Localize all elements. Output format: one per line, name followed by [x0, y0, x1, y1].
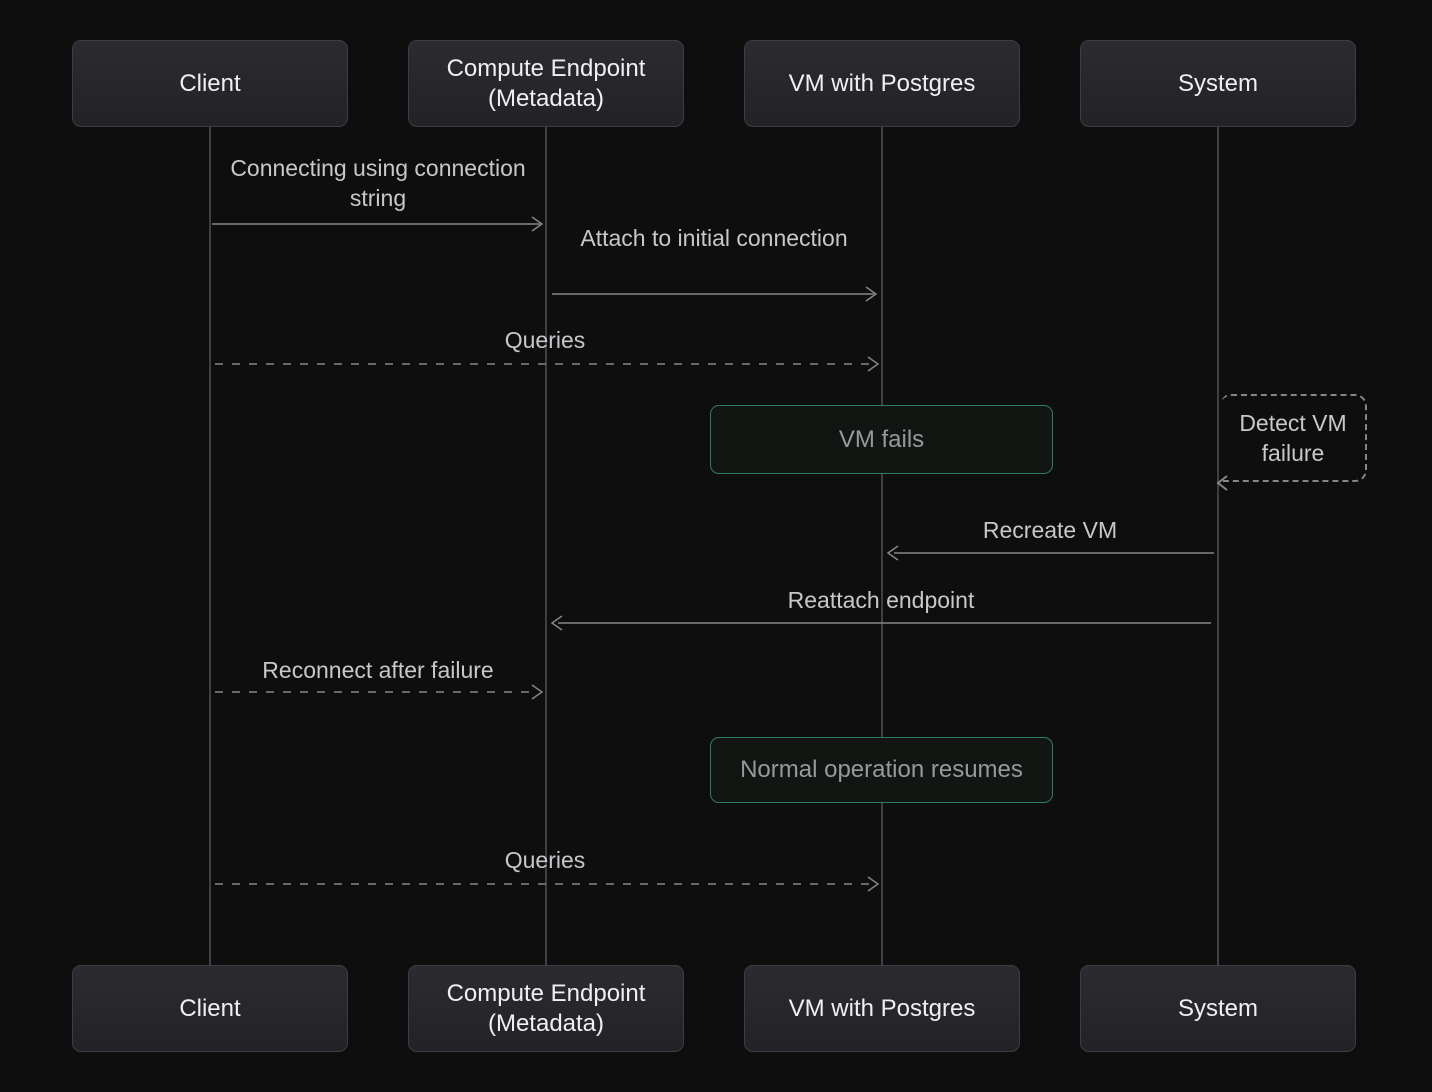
message-arrow-right — [552, 286, 878, 302]
message-label-reconnect: Reconnect after failure — [262, 657, 494, 683]
actor-box-system-bottom: System — [1080, 965, 1356, 1052]
arrowhead-right-icon — [531, 216, 544, 232]
arrowhead-right-icon — [867, 876, 880, 892]
message-label-queries-2: Queries — [504, 847, 586, 873]
actor-label: VM with Postgres — [788, 994, 976, 1022]
message-arrow-left — [550, 615, 1211, 631]
arrowhead-left-icon — [1216, 475, 1228, 491]
lifeline-vm-postgres — [881, 127, 883, 965]
actor-box-vm-postgres-bottom: VM with Postgres — [744, 965, 1020, 1052]
message-arrow-dashed-right — [215, 876, 880, 892]
actor-box-client-bottom: Client — [72, 965, 348, 1052]
arrowhead-left-icon — [886, 545, 899, 561]
lifeline-system — [1217, 127, 1219, 965]
self-message-return-arrow — [1216, 475, 1228, 491]
message-arrow-right — [212, 216, 544, 232]
arrowhead-right-icon — [867, 356, 880, 372]
actor-label: System — [1177, 69, 1258, 97]
lifeline-client — [209, 127, 211, 965]
lifeline-compute-endpoint — [545, 127, 547, 965]
message-label-reattach: Reattach endpoint — [787, 587, 975, 613]
message-label-attach: Attach to initial connection — [580, 225, 848, 251]
note-box-vm-fails: VM fails — [710, 405, 1053, 474]
self-message-detect-vm-failure: Detect VM failure — [1221, 394, 1367, 482]
actor-box-vm-postgres-top: VM with Postgres — [744, 40, 1020, 127]
self-message-label: Detect VM failure — [1239, 410, 1347, 466]
message-arrow-left — [886, 545, 1214, 561]
actor-box-client-top: Client — [72, 40, 348, 127]
note-label: VM fails — [838, 425, 925, 453]
note-box-normal-operation: Normal operation resumes — [710, 737, 1053, 803]
actor-label: Client — [179, 69, 241, 97]
actor-label: Compute Endpoint (Metadata) — [446, 54, 646, 112]
message-label-queries-1: Queries — [504, 327, 586, 353]
actor-label: VM with Postgres — [788, 69, 976, 97]
arrowhead-right-icon — [865, 286, 878, 302]
message-label-connecting: Connecting using connection string — [230, 155, 526, 211]
actor-box-system-top: System — [1080, 40, 1356, 127]
actor-label: Client — [179, 994, 241, 1022]
note-label: Normal operation resumes — [740, 756, 1023, 783]
message-arrow-dashed-right — [215, 684, 544, 700]
actor-label: System — [1177, 994, 1258, 1022]
actor-box-compute-endpoint-top: Compute Endpoint (Metadata) — [408, 40, 684, 127]
message-arrow-dashed-right — [215, 356, 880, 372]
message-label-recreate-vm: Recreate VM — [982, 517, 1118, 543]
actor-box-compute-endpoint-bottom: Compute Endpoint (Metadata) — [408, 965, 684, 1052]
actor-label: Compute Endpoint (Metadata) — [446, 979, 646, 1037]
arrowhead-left-icon — [550, 615, 563, 631]
arrowhead-right-icon — [531, 684, 544, 700]
